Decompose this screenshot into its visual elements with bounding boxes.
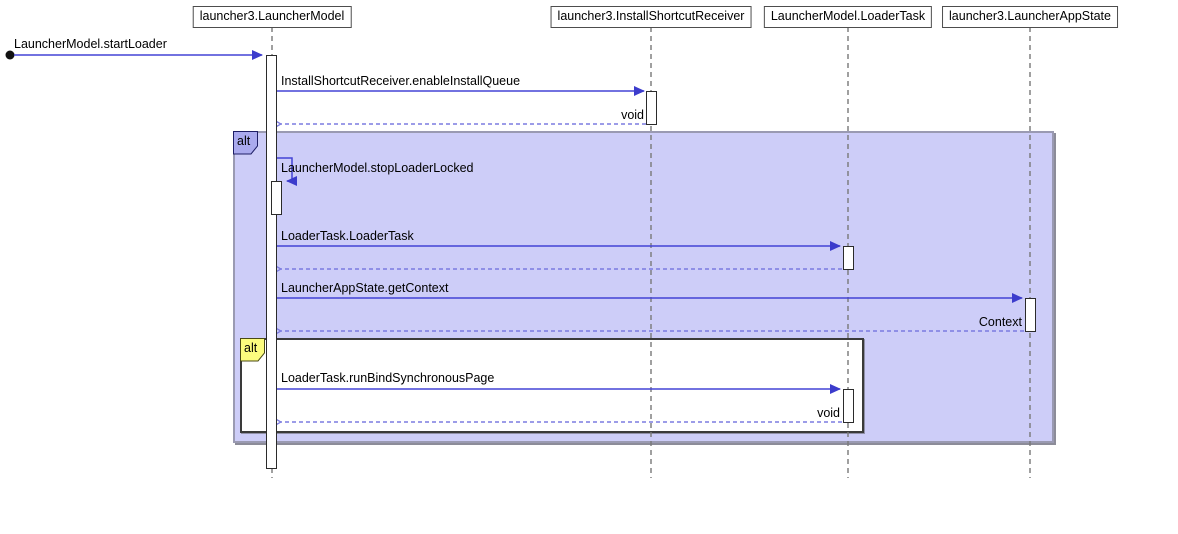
message-label-void-return-2: void [817, 406, 840, 420]
activation-launchermodel-main [266, 55, 277, 469]
message-label-run-bind-synchronous-page: LoaderTask.runBindSynchronousPage [281, 371, 495, 385]
message-label-context-return: Context [978, 315, 1022, 329]
message-label-loader-task-ctor: LoaderTask.LoaderTask [281, 229, 414, 243]
activation-installshortcutreceiver [646, 91, 657, 125]
message-label-stop-loader-locked: LauncherModel.stopLoaderLocked [281, 161, 474, 175]
alt-operator-label: alt [237, 134, 251, 148]
participant-loadertask: LauncherModel.LoaderTask [763, 6, 933, 28]
activation-loadertask-ctor [843, 246, 854, 270]
activation-loadertask-runbind [843, 389, 854, 423]
activation-launcherappstate [1025, 298, 1036, 332]
start-point-circle [5, 50, 15, 60]
message-label-get-context: LauncherAppState.getContext [281, 281, 449, 295]
message-label-start-loader: LauncherModel.startLoader [14, 37, 167, 51]
participant-installshortcutreceiver: launcher3.InstallShortcutReceiver [550, 6, 752, 28]
pentagon-tag-shape [240, 338, 265, 362]
activation-launchermodel-self [271, 181, 282, 215]
pentagon-tag-shape [233, 131, 258, 155]
participant-launcherappstate: launcher3.LauncherAppState [942, 6, 1118, 28]
alt-fragment-inner [240, 338, 864, 433]
alt-operator-label: alt [244, 341, 258, 355]
participant-launchermodel: launcher3.LauncherModel [192, 6, 352, 28]
message-label-enable-install-queue: InstallShortcutReceiver.enableInstallQue… [281, 74, 521, 88]
alt-operator-tag-inner: alt [240, 338, 266, 362]
message-label-void-return-1: void [621, 108, 644, 122]
alt-operator-tag-outer: alt [233, 131, 259, 155]
